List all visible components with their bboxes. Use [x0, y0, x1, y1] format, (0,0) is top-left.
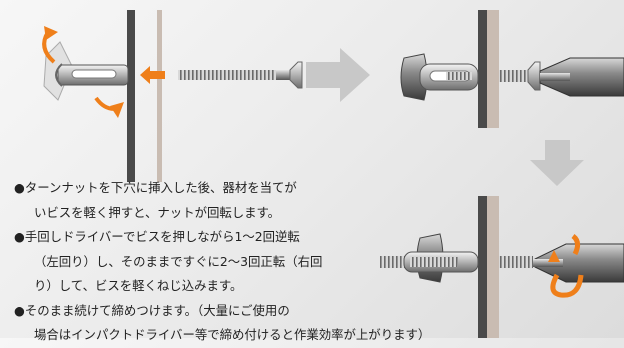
- wall-board: [478, 10, 487, 128]
- screw: [499, 61, 541, 91]
- instruction-2-line-2: （左回り）し、そのままですぐに2～3回正転（右回: [34, 253, 323, 269]
- step1-scene: [42, 10, 303, 182]
- wall-board: [478, 196, 487, 338]
- step-arrow-down-icon: [530, 140, 584, 186]
- illustration: [42, 10, 624, 338]
- instruction-1-line-1: ターンナットを下穴に挿入した後、器材を当てが: [24, 180, 297, 195]
- bullet: ●: [14, 302, 25, 318]
- turn-nut: [43, 41, 129, 101]
- screw: [499, 256, 533, 268]
- instruction-2-line-3: り）して、ビスを軽くねじ込みます。: [34, 278, 243, 293]
- instruction-item-1: ●ターンナットを下穴に挿入した後、器材を当てが いビスを軽く押すと、ナットが回転…: [14, 176, 386, 225]
- turn-nut: [400, 53, 479, 101]
- wall-board: [127, 10, 135, 182]
- wall-panel: [487, 10, 499, 128]
- bullet: ●: [14, 229, 25, 244]
- turn-nut: [380, 233, 479, 283]
- wall-panel: [487, 196, 499, 338]
- instruction-item-3: ●そのまま続けて締めつけます。（大量にご使用の 場合はインパクトドライバー等で締…: [14, 299, 431, 348]
- instruction-item-2: ●手回しドライバーでビスを押しながら1～2回逆転 （左回り）し、そのままですぐに…: [14, 225, 386, 299]
- instruction-2-line-1: 手回しドライバーでビスを押しながら1～2回逆転: [24, 229, 300, 244]
- twist-arrow-icon: [548, 234, 584, 298]
- instruction-3-line-2: 場合はインパクトドライバー等で締め付けると作業効率が上がります）: [34, 327, 431, 342]
- step2-scene: [400, 10, 624, 128]
- push-arrow-icon: [140, 66, 165, 84]
- screw: [178, 61, 303, 89]
- wall-panel: [157, 10, 162, 182]
- step3-scene: [380, 196, 624, 338]
- screwdriver: [533, 243, 624, 283]
- instruction-1-line-2: いビスを軽く押すと、ナットが回転します。: [34, 204, 281, 220]
- rotate-arrow-icon: [42, 26, 124, 118]
- screwdriver: [539, 57, 624, 97]
- instruction-text: ●ターンナットを下穴に挿入した後、器材を当てが いビスを軽く押すと、ナットが回転…: [14, 176, 431, 348]
- step-arrow-right-icon: [306, 48, 370, 102]
- bullet: ●: [14, 180, 25, 195]
- instruction-3-line-1: そのまま続けて締めつけます。（大量にご使用の: [24, 302, 290, 318]
